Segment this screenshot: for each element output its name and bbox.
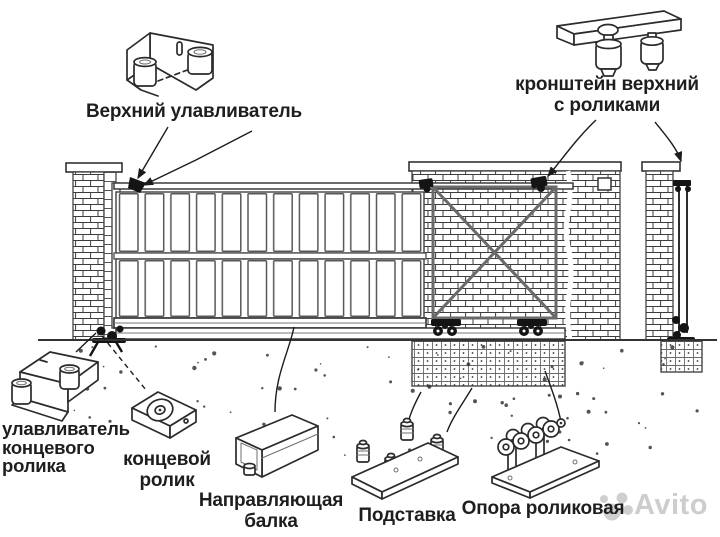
label-line: концевой: [123, 449, 211, 470]
guide-beam-illustration: [235, 414, 319, 478]
right-pillar: [641, 161, 681, 341]
label-line: Верхний улавливатель: [85, 101, 303, 122]
label-top-roller-bracket: кронштейн верхний с роликами: [497, 74, 717, 116]
lower-catcher-mounted: [88, 325, 126, 357]
roller-carriage-left: [431, 319, 461, 336]
top-guide-track: [113, 182, 574, 190]
support-rollers: [497, 420, 560, 456]
end-roller-catcher-illustration: [11, 351, 99, 422]
guide-beam-scene: [115, 327, 566, 340]
watermark-text: Avito: [634, 489, 708, 521]
label-end-roller-catcher: улавливатель концевого ролика: [2, 418, 152, 476]
upper-catcher-mounted: [128, 177, 146, 193]
label-line: Направляющая: [198, 490, 344, 511]
foundation-left: [411, 340, 566, 387]
roller-carriage-right: [517, 319, 547, 336]
wall-junction-box: [597, 177, 612, 191]
top-bracket-left-mount: [418, 178, 434, 193]
label-end-roller: концевой ролик: [107, 449, 227, 491]
label-line: улавливатель: [2, 418, 130, 439]
label-line: Опора роликовая: [461, 498, 625, 519]
right-rail-top-hardware: [673, 180, 691, 192]
roller-support-illustration: [491, 416, 600, 499]
top-bracket-right-mount: [530, 176, 548, 192]
end-roller-illustration: [131, 391, 197, 439]
label-line: ролика: [2, 455, 66, 476]
label-line: Подставка: [358, 505, 456, 526]
label-line: кронштейн верхний: [515, 74, 699, 95]
leader-lines: [75, 119, 683, 433]
right-catch-rail: [667, 180, 695, 342]
label-stand: Подставка: [352, 505, 462, 526]
label-guide-beam: Направляющая балка: [186, 490, 356, 532]
foundation-right: [660, 340, 703, 373]
label-line: концевого: [2, 436, 95, 458]
label-line: с роликами: [553, 95, 661, 116]
gate-grid-bottom-row: [115, 258, 425, 319]
gate-leaf: [111, 182, 427, 329]
stand-illustration: [351, 417, 459, 500]
x-brace-frame: [431, 185, 558, 320]
watermark: Avito: [598, 490, 708, 528]
gate-grid-top-row: [115, 191, 425, 254]
label-line: балка: [244, 511, 298, 532]
avito-logo-icon: [600, 492, 633, 521]
label-roller-support: Опора роликовая: [453, 498, 633, 519]
top-roller-bracket-illustration: [556, 10, 682, 77]
top-catcher-illustration: [126, 32, 214, 97]
label-line: ролик: [139, 470, 195, 491]
label-top-catcher: Верхний улавливатель: [84, 101, 304, 122]
gate-middle-rail: [113, 252, 427, 260]
